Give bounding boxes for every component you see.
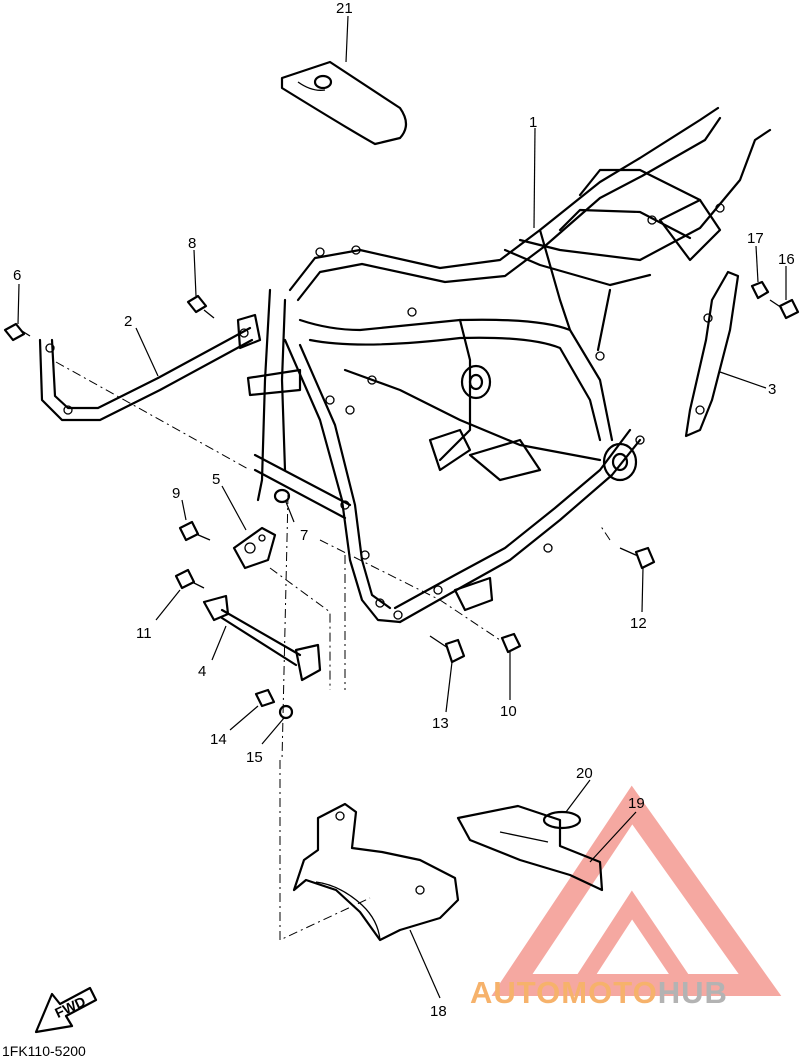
leader-lines	[17, 15, 787, 999]
part-5-plate	[232, 526, 277, 570]
callout-21: 21	[336, 0, 353, 17]
part-14-nut	[254, 688, 276, 708]
part-17-nut	[750, 280, 770, 300]
callout-2: 2	[124, 313, 132, 330]
drawing-code: 1FK110-5200	[2, 1043, 86, 1059]
callout-17: 17	[747, 230, 764, 247]
part-9-bolt	[178, 520, 211, 542]
part-4-strut	[202, 594, 322, 682]
part-13-bolt	[429, 635, 466, 664]
watermark-logo	[491, 785, 782, 996]
part-18-cover	[292, 802, 460, 942]
part-21-pad	[280, 60, 408, 146]
part-20-grommet	[542, 810, 582, 830]
part-1-main-frame	[246, 106, 772, 624]
watermark-text-part1: AUTOMOTO	[470, 975, 658, 1010]
callout-18: 18	[430, 1003, 447, 1020]
callout-4: 4	[198, 663, 206, 680]
callout-14: 14	[210, 731, 227, 748]
callout-8: 8	[188, 235, 196, 252]
callout-13: 13	[432, 715, 449, 732]
callout-12: 12	[630, 615, 647, 632]
callout-15: 15	[246, 749, 263, 766]
watermark-text-part2: HUB	[658, 975, 728, 1010]
callout-20: 20	[576, 765, 593, 782]
callout-9: 9	[172, 485, 180, 502]
part-10-nut	[500, 632, 522, 654]
callout-19: 19	[628, 795, 645, 812]
callout-7: 7	[300, 527, 308, 544]
callout-3: 3	[768, 381, 776, 398]
fwd-label: FWD	[52, 993, 88, 1021]
callout-16: 16	[778, 251, 795, 268]
part-16-bolt	[769, 298, 800, 320]
part-19-plate	[456, 804, 604, 892]
part-3-rail	[684, 270, 740, 438]
part-7-washer	[273, 488, 291, 504]
part-12-bolt	[619, 546, 656, 570]
callout-6: 6	[13, 267, 21, 284]
callout-11: 11	[136, 625, 152, 642]
part-2-bracket	[38, 313, 262, 422]
callout-5: 5	[212, 471, 220, 488]
watermark-text: AUTOMOTOHUB	[470, 975, 728, 1010]
part-6-bolt	[3, 322, 31, 342]
part-11-bolt	[174, 568, 205, 590]
fwd-arrow-icon: FWD	[34, 986, 98, 1034]
part-15-washer	[278, 704, 294, 720]
callout-1: 1	[529, 114, 537, 131]
part-8-bolt	[186, 294, 215, 319]
alignment-lines	[55, 361, 611, 941]
callout-10: 10	[500, 703, 517, 720]
